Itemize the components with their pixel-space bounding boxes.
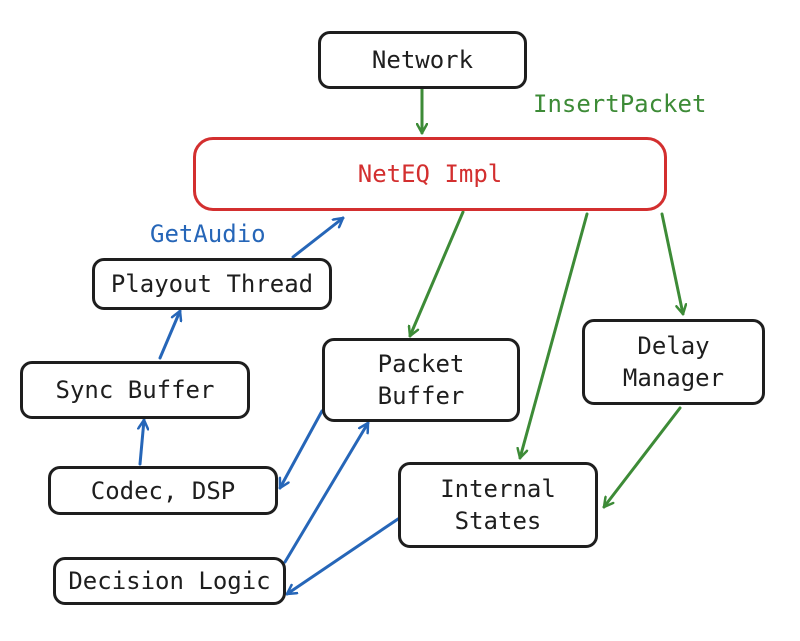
node-decision-logic: Decision Logic bbox=[53, 557, 286, 605]
arrow-sync-buffer-to-playout bbox=[158, 309, 180, 360]
edge-label-insert-packet: InsertPacket bbox=[533, 90, 707, 118]
arrow-internal-states-to-decision-logic bbox=[285, 517, 400, 596]
node-packet-buffer: Packet Buffer bbox=[322, 338, 520, 422]
node-delay-manager: Delay Manager bbox=[582, 319, 765, 405]
arrow-impl-to-packet-buffer bbox=[410, 210, 465, 338]
node-codec-dsp: Codec, DSP bbox=[48, 466, 278, 515]
node-playout-thread: Playout Thread bbox=[92, 258, 332, 310]
node-sync-buffer: Sync Buffer bbox=[20, 361, 250, 419]
arrow-impl-to-internal-states bbox=[520, 212, 589, 460]
arrow-decision-logic-to-packet-buffer bbox=[283, 421, 370, 564]
node-internal-states: Internal States bbox=[398, 462, 598, 548]
node-network: Network bbox=[318, 31, 527, 89]
arrow-packet-buffer-to-codec bbox=[278, 409, 324, 490]
arrow-delay-manager-to-internal-states bbox=[602, 406, 682, 509]
arrow-playout-to-impl bbox=[291, 216, 345, 259]
node-neteq-impl: NetEQ Impl bbox=[193, 137, 667, 211]
edge-label-get-audio: GetAudio bbox=[150, 220, 266, 248]
arrow-codec-to-sync-buffer bbox=[140, 418, 144, 466]
arrow-impl-to-delay-manager bbox=[660, 212, 683, 316]
